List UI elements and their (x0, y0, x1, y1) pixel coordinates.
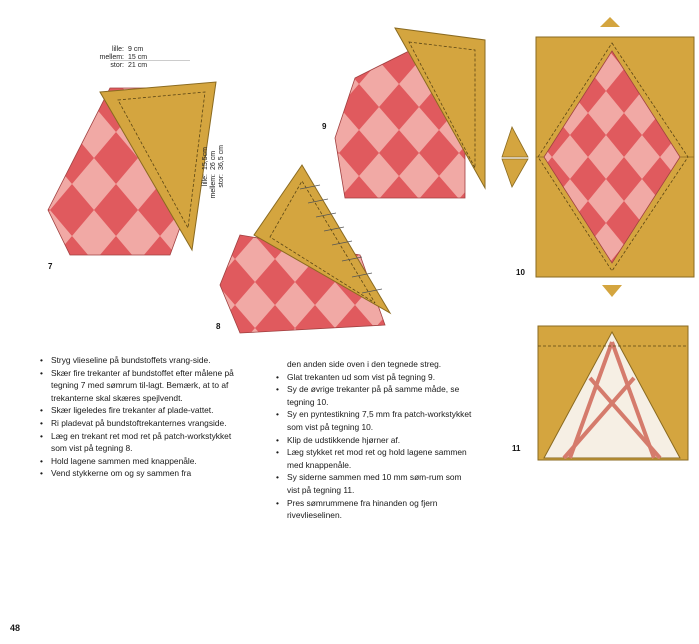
triangle-pieces (501, 125, 529, 188)
item-text: Skær ligeledes fire trekanter af plade-v… (51, 405, 214, 416)
list-item: • Sy en pyntestikning 7,5 mm fra patch-wo… (276, 408, 476, 433)
figure-11-illustration (537, 325, 689, 461)
item-text: Pres sømrummene fra hinanden og fjern ri… (287, 497, 438, 521)
list-item: • Vend stykkerne om og sy sammen fra (40, 467, 240, 480)
bullet-icon: • (276, 371, 279, 382)
dim-label: mellem: (99, 54, 124, 61)
instructions-left-column: • Stryg vlieseline på bundstoffets vrang-… (40, 354, 240, 480)
figure-11-number: 11 (512, 444, 521, 453)
bullet-icon: • (40, 417, 43, 428)
figure-7-number: 7 (48, 262, 53, 271)
item-text: Læg stykket ret mod ret og hold lagene s… (287, 447, 467, 470)
figure-8-illustration (219, 164, 392, 334)
bullet-icon: • (40, 405, 43, 416)
figure-10-number: 10 (516, 268, 525, 277)
list-item: • Klip de udstikkende hjørner af. (276, 434, 476, 447)
page-number: 48 (10, 623, 21, 633)
list-item: • Sy de øvrige trekanter på på samme måde… (276, 383, 476, 408)
width-dimensions: lille: 9 cm mellem: 15 cm stor: 21 cm (98, 46, 147, 70)
gold-triangle (394, 27, 486, 190)
bullet-icon: • (40, 430, 43, 441)
figure-7-illustration (47, 60, 217, 256)
list-item: • Pres sømrummene fra hinanden og fjern r… (276, 497, 476, 522)
item-text: Stryg vlieseline på bundstoffets vrang-s… (51, 355, 211, 365)
bullet-icon: • (40, 355, 43, 365)
bullet-icon: • (276, 472, 279, 483)
figure-9-illustration (334, 27, 486, 199)
bullet-icon: • (276, 434, 279, 445)
item-text: Læg en trekant ret mod ret på patch-work… (51, 430, 232, 454)
instructions-right-column: den anden side oven i den tegnede streg.… (276, 358, 476, 522)
figure-10-illustration (535, 17, 695, 297)
gold-triangle (99, 81, 217, 252)
dim-value: 15,5cm (202, 147, 209, 170)
dim-label: lille: (111, 46, 124, 53)
dim-value: 15 cm (128, 54, 148, 61)
list-item: • Skær ligeledes fire trekanter af plade-… (40, 404, 240, 417)
list-item: • Ri pladevat på bundstoftrekanternes vra… (40, 417, 240, 430)
list-item: • Læg stykket ret mod ret og hold lagene … (276, 446, 476, 471)
bullet-icon: • (276, 447, 279, 458)
continuation-text: den anden side oven i den tegnede streg. (287, 359, 442, 369)
dim-label: stor: (110, 62, 124, 69)
bullet-icon: • (40, 468, 43, 479)
bullet-icon: • (276, 497, 279, 508)
bullet-icon: • (276, 384, 279, 395)
list-item: • Læg en trekant ret mod ret på patch-wor… (40, 430, 240, 455)
item-text: Sy siderne sammen med 10 mm søm-rum som … (287, 472, 462, 495)
bullet-icon: • (40, 455, 43, 466)
bullet-icon: • (276, 409, 279, 420)
figure-8-number: 8 (216, 322, 221, 331)
item-text: Skær fire trekanter af bundstoffet efter… (51, 367, 234, 403)
diamond-center (543, 50, 681, 264)
list-item: • Sy siderne sammen med 10 mm søm-rum som… (276, 471, 476, 496)
dim-value: 21 cm (128, 62, 148, 69)
bullet-icon: • (40, 367, 43, 378)
list-item: • Stryg vlieseline på bundstoffets vrang-… (40, 354, 240, 367)
item-text: Klip de udstikkende hjørner af. (287, 434, 401, 445)
list-item: • Skær fire trekanter af bundstoffet efte… (40, 367, 240, 405)
item-text: Glat trekanten ud som vist på tegning 9. (287, 371, 436, 382)
item-text: Vend stykkerne om og sy sammen fra (51, 468, 192, 479)
dim-label: lille: (202, 174, 209, 187)
figure-9-number: 9 (322, 122, 327, 131)
item-text: Ri pladevat på bundstoftrekanternes vran… (51, 417, 227, 428)
item-text: Sy de øvrige trekanter på på samme måde,… (287, 384, 460, 407)
dim-value: 9 cm (128, 46, 144, 53)
item-text: Hold lagene sammen med knappenåle. (51, 455, 197, 466)
list-item: • Hold lagene sammen med knappenåle. (40, 455, 240, 468)
triangle-inset (543, 330, 681, 459)
list-item: • Glat trekanten ud som vist på tegning 9… (276, 371, 476, 384)
item-text: Sy en pyntestikning 7,5 mm fra patch-wor… (287, 409, 472, 432)
